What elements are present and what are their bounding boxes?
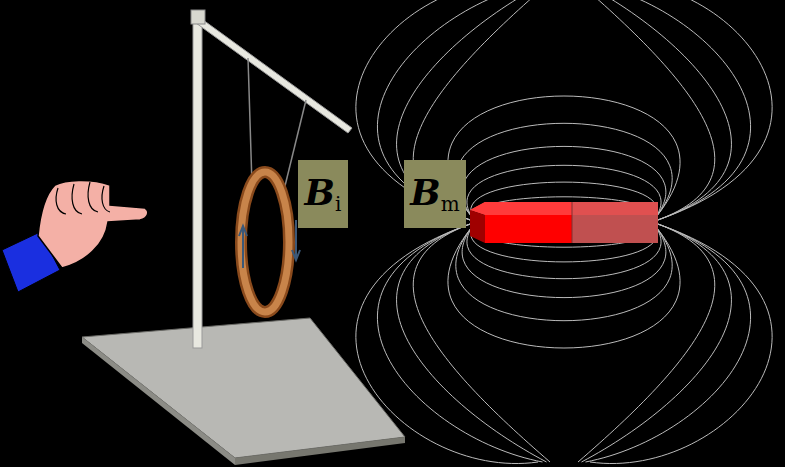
field-line (578, 0, 715, 222)
field-subscript: m (441, 194, 460, 214)
field-symbol: B (305, 174, 335, 210)
magnet-top (470, 202, 658, 215)
field-lines (356, 0, 772, 464)
fingers (56, 182, 110, 214)
field-line (397, 222, 547, 462)
field-label-box: Bi (298, 160, 348, 228)
stand-rod (193, 14, 202, 348)
field-line (456, 123, 672, 222)
field-line (590, 222, 772, 464)
field-line (582, 0, 732, 222)
clamp (191, 10, 205, 24)
copper-ring (241, 172, 289, 312)
field-line (462, 146, 666, 222)
magnet-top (470, 202, 572, 215)
field-label-box: Bm (404, 160, 466, 228)
field-line (413, 222, 550, 462)
current-arrow (239, 226, 247, 268)
field-line (590, 0, 772, 222)
magnet-south (572, 215, 658, 243)
field-symbol: B (410, 174, 440, 210)
string (248, 58, 252, 185)
field-line (586, 0, 751, 222)
base-plate-edge (82, 337, 235, 465)
base-plate-edge (235, 437, 405, 465)
base-plate (82, 318, 405, 458)
field-subscript: i (335, 194, 341, 214)
copper-ring (241, 172, 289, 312)
field-line (448, 96, 680, 222)
stand-arm (196, 17, 352, 133)
magnet-end (470, 210, 485, 243)
magnet-north (485, 215, 572, 243)
field-line (397, 0, 547, 222)
magnet-divider (572, 202, 573, 243)
field-line (578, 222, 715, 462)
field-line (582, 222, 732, 462)
field-line (467, 165, 661, 222)
right-hand (38, 180, 148, 268)
